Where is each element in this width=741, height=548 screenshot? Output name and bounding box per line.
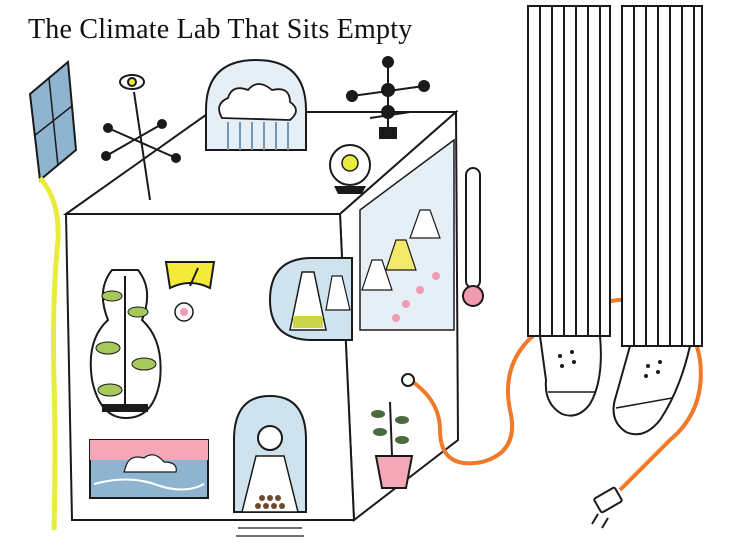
arch-door-icon [233,394,307,537]
thermometer-icon [462,167,484,307]
right-shoe [612,345,692,436]
pinstripe-legs [527,5,703,347]
power-plug-icon [591,486,623,529]
left-shoe [538,335,602,417]
landscape-window [89,439,209,499]
potted-plant-icon [371,401,414,489]
flask-window-icon [268,257,353,341]
yellow-power-cord [38,176,61,531]
plant-terrarium-icon [89,269,162,420]
gauge-icon [164,261,216,322]
article-headline: The Climate Lab That Sits Empty [28,14,413,45]
molecule-antenna-icon [346,56,430,139]
indicator-dots [392,272,440,322]
eye-antenna-icon [101,74,181,201]
light-bulb-icon [329,144,371,194]
solar-panel-icon [28,60,78,182]
wall-outlet [401,373,415,387]
cloud-dome-icon [205,58,307,151]
side-flask-shelf [359,138,455,331]
